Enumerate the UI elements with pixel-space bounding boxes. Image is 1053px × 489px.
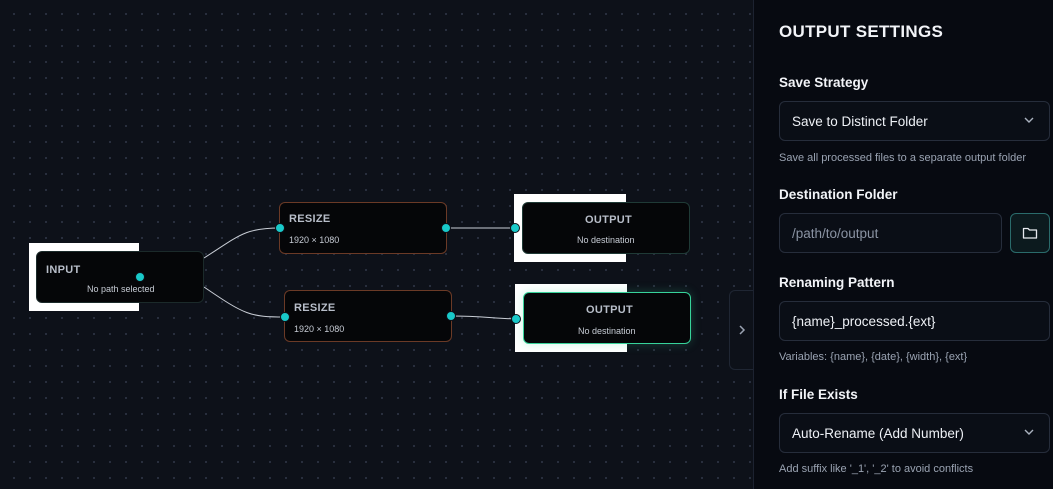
renaming-pattern-help: Variables: {name}, {date}, {width}, {ext… [779, 351, 968, 363]
destination-folder-label: Destination Folder [779, 187, 898, 202]
save-strategy-select[interactable]: Save to Distinct Folder [779, 101, 1050, 141]
collapse-sidebar-button[interactable] [729, 290, 753, 370]
node-subtitle: No destination [578, 326, 636, 336]
renaming-pattern-value: {name}_processed.{ext} [792, 313, 936, 329]
node-title: INPUT [46, 264, 81, 276]
folder-icon [1022, 227, 1038, 239]
input-node-output-handle[interactable] [135, 272, 145, 282]
workflow-canvas[interactable]: INPUT No path selected RESIZE 1920 × 108… [0, 0, 753, 489]
resize-node-input-handle[interactable] [280, 312, 290, 322]
browse-folder-button[interactable] [1010, 213, 1050, 253]
resize-node-card[interactable]: RESIZE 1920 × 1080 [284, 290, 452, 342]
node-subtitle: No path selected [87, 284, 155, 294]
resize-node-output-handle[interactable] [441, 223, 451, 233]
save-strategy-label: Save Strategy [779, 75, 869, 90]
node-title: OUTPUT [586, 304, 634, 316]
node-subtitle: No destination [577, 235, 635, 245]
resize-node-input-handle[interactable] [275, 223, 285, 233]
chevron-down-icon [1024, 117, 1034, 123]
node-title: OUTPUT [585, 214, 633, 226]
chevron-down-icon [1024, 429, 1034, 435]
edge-input-resize1 [203, 227, 281, 259]
resize-node-card[interactable]: RESIZE 1920 × 1080 [279, 202, 447, 254]
output-node-card[interactable]: OUTPUT No destination [522, 202, 690, 254]
edge-resize2-output2 [450, 315, 516, 320]
edge-input-resize2 [203, 286, 286, 318]
output-node-input-handle[interactable] [510, 223, 520, 233]
destination-folder-input[interactable]: /path/to/output [779, 213, 1002, 253]
if-file-exists-label: If File Exists [779, 387, 858, 402]
if-file-exists-value: Auto-Rename (Add Number) [792, 425, 964, 441]
node-subtitle: 1920 × 1080 [289, 235, 340, 245]
output-node-card[interactable]: OUTPUT No destination [523, 292, 691, 344]
resize-node-output-handle[interactable] [446, 311, 456, 321]
save-strategy-value: Save to Distinct Folder [792, 113, 928, 129]
node-title: RESIZE [294, 302, 336, 314]
save-strategy-help: Save all processed files to a separate o… [779, 152, 1027, 164]
panel-title: OUTPUT SETTINGS [779, 22, 944, 41]
if-file-exists-select[interactable]: Auto-Rename (Add Number) [779, 413, 1050, 453]
if-file-exists-help: Add suffix like '_1', '_2' to avoid conf… [779, 463, 974, 475]
node-subtitle: 1920 × 1080 [294, 324, 345, 334]
chevron-right-icon [739, 325, 746, 335]
renaming-pattern-input[interactable]: {name}_processed.{ext} [779, 301, 1050, 341]
output-settings-panel: OUTPUT SETTINGS Save Strategy Save to Di… [753, 0, 1053, 489]
renaming-pattern-label: Renaming Pattern [779, 275, 895, 290]
input-node-card[interactable]: INPUT No path selected [36, 251, 204, 303]
node-title: RESIZE [289, 213, 331, 225]
output-node-input-handle[interactable] [511, 314, 521, 324]
destination-folder-placeholder: /path/to/output [792, 225, 879, 241]
